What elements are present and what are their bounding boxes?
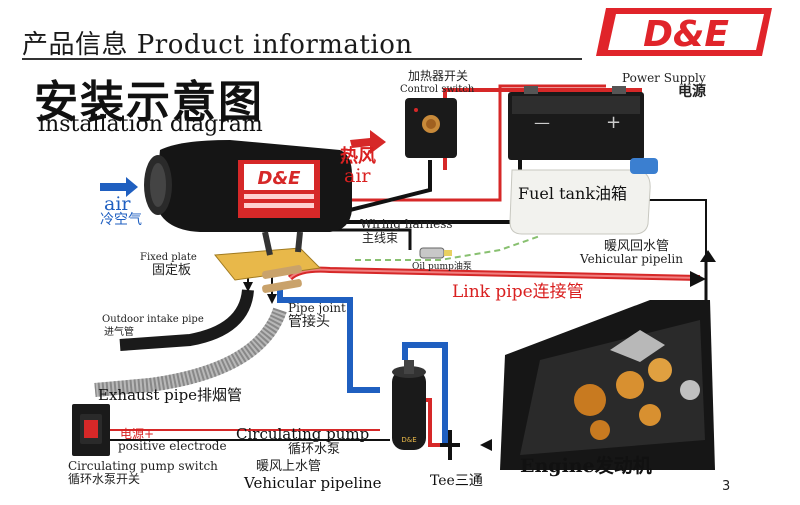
label-positive-electrode: positive electrode bbox=[118, 439, 227, 453]
label-power-supply-cn: 电源 bbox=[678, 84, 706, 100]
label-link-pipe: Link pipe连接管 bbox=[452, 282, 584, 302]
label-hot-air-en: air bbox=[344, 165, 371, 187]
label-fixed-plate-en: Fixed plate bbox=[140, 252, 197, 263]
label-power-supply-en: Power Supply bbox=[622, 71, 706, 85]
label-control-switch-cn: 加热器开关 bbox=[408, 69, 469, 83]
page-header-title: 产品信息 Product information bbox=[22, 30, 413, 60]
label-circ-pump-cn: 循环水泵 bbox=[288, 442, 341, 457]
label-pipe-joint-cn: 管接头 bbox=[288, 314, 330, 330]
label-power-plus-cn: 电源+ bbox=[120, 427, 155, 441]
label-outdoor-intake-cn: 进气管 bbox=[104, 327, 134, 338]
label-return-pipe-cn: 暖风回水管 bbox=[604, 239, 670, 254]
logo-text: D&E bbox=[643, 14, 729, 55]
battery-plus: + bbox=[606, 112, 621, 133]
heater-logo: D&E bbox=[258, 168, 302, 189]
label-exhaust-pipe: Exhaust pipe排烟管 bbox=[98, 386, 243, 404]
label-air-cn: 冷空气 bbox=[100, 212, 142, 228]
battery-minus: — bbox=[534, 113, 550, 132]
diagram-title-en: installation diagram bbox=[38, 112, 263, 137]
label-fuel-tank: Fuel tank油箱 bbox=[518, 184, 628, 203]
label-pipe-joint-en: Pipe joint bbox=[288, 301, 346, 315]
header-divider bbox=[22, 58, 582, 60]
brand-logo: D&E bbox=[594, 6, 774, 58]
label-control-switch-en: Control switch bbox=[400, 84, 475, 95]
label-circ-pump-switch-cn: 循环水泵开关 bbox=[68, 472, 141, 486]
label-return-pipe-en: Vehicular pipelin bbox=[580, 252, 683, 266]
label-hot-air-cn: 热风 bbox=[340, 146, 376, 167]
label-supply-pipe-en: Vehicular pipeline bbox=[244, 474, 382, 492]
label-oil-pump: Oil pump油泵 bbox=[412, 262, 472, 272]
label-wiring-harness-en: Wiring harness bbox=[360, 217, 453, 231]
label-engine: Engine发动机 bbox=[520, 455, 652, 477]
label-circ-pump-en: Circulating pump bbox=[236, 425, 370, 443]
label-fixed-plate-cn: 固定板 bbox=[152, 263, 192, 278]
diagram-title-cn: 安装示意图 bbox=[34, 77, 264, 128]
label-outdoor-intake-en: Outdoor intake pipe bbox=[102, 314, 204, 325]
label-circ-pump-switch-en: Circulating pump switch bbox=[68, 459, 218, 473]
label-wiring-harness-cn: 主线束 bbox=[362, 231, 399, 245]
label-air-en: air bbox=[104, 193, 131, 215]
label-supply-pipe-cn: 暖风上水管 bbox=[256, 459, 322, 474]
page-number: 3 bbox=[722, 479, 731, 494]
label-tee: Tee三通 bbox=[430, 473, 483, 489]
svg-text:D&E: D&E bbox=[401, 436, 416, 444]
